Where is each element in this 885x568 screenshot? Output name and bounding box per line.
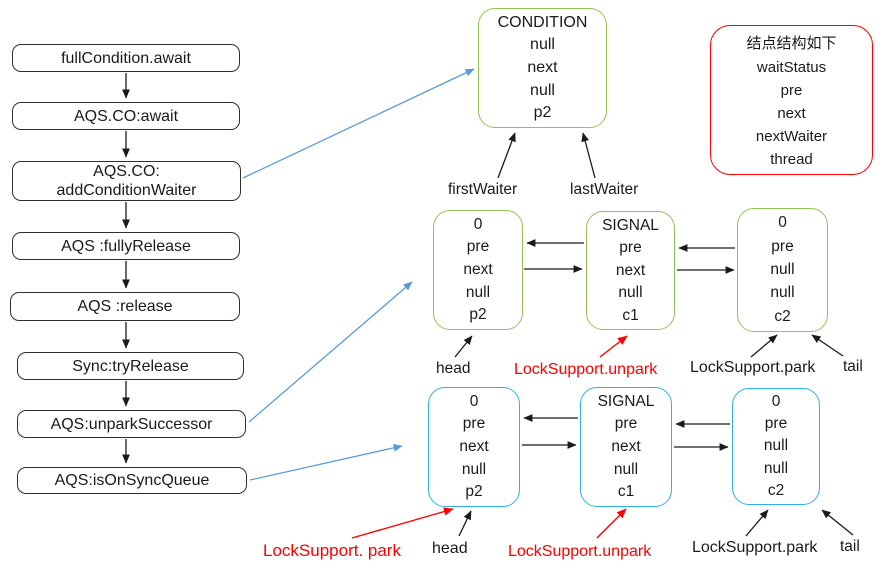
arrow-bot-park-red — [351, 507, 454, 539]
sync-bottom-node-c1: SIGNAL pre next null c1 — [580, 387, 672, 507]
flow-step-fullyrelease: AQS :fullyRelease — [12, 232, 240, 260]
node-field: pre — [614, 415, 638, 433]
bottom-park-red-label: LockSupport. park — [263, 541, 401, 560]
node-field: c1 — [622, 306, 639, 324]
arrow-top-tail — [811, 334, 844, 357]
top-tail-label: tail — [843, 358, 863, 375]
flow-step-isonsyncqueue: AQS:isOnSyncQueue — [17, 467, 247, 494]
bottom-tail-label: tail — [840, 538, 860, 555]
legend-title: 结点结构如下 — [746, 35, 837, 52]
flow-step-label: AQS:unparkSuccessor — [50, 415, 213, 433]
node-field: p2 — [465, 483, 483, 501]
bottom-head-label: head — [432, 540, 468, 557]
sync-bottom-node-p2: 0 pre next null p2 — [428, 387, 520, 507]
flow-step-label: addConditionWaiter — [56, 182, 197, 199]
legend-field: waitStatus — [756, 59, 827, 76]
flow-step-fullcondition-await: fullCondition.await — [12, 44, 240, 72]
node-field: p2 — [533, 104, 552, 122]
arrow-bot-head — [458, 510, 472, 537]
node-field: 0 — [473, 215, 483, 233]
arrow-lastwaiter — [581, 132, 596, 179]
node-field: c2 — [774, 307, 791, 325]
top-unpark-label: LockSupport.unpark — [514, 361, 658, 378]
node-field: null — [618, 284, 643, 301]
flow-step-label: Sync:tryRelease — [72, 357, 189, 375]
node-field: SIGNAL — [597, 392, 655, 410]
sync-bottom-node-c2: 0 pre null null c2 — [732, 388, 820, 505]
node-field: SIGNAL — [602, 216, 659, 234]
flow-step-label: fullCondition.await — [61, 49, 191, 67]
flow-step-unparksuccessor: AQS:unparkSuccessor — [17, 410, 246, 438]
node-field: null — [763, 459, 789, 477]
flow-step-release: AQS :release — [10, 292, 240, 321]
legend-field: thread — [770, 151, 813, 168]
bottom-park-label: LockSupport.park — [692, 539, 818, 556]
node-field: 0 — [771, 393, 781, 411]
node-field: next — [463, 260, 493, 278]
top-head-label: head — [436, 360, 471, 377]
top-park-label: LockSupport.park — [690, 359, 816, 376]
node-field: null — [461, 460, 487, 478]
bottom-unpark-label: LockSupport.unpark — [508, 543, 652, 560]
node-field: null — [530, 36, 555, 54]
arrow-unparksuccessor-to-queue — [248, 281, 413, 423]
legend-field: pre — [780, 82, 803, 99]
condition-node: CONDITION null next null p2 — [478, 8, 607, 128]
node-field: 0 — [778, 214, 787, 232]
node-field: null — [770, 260, 795, 278]
node-field: CONDITION — [497, 13, 588, 31]
node-field: null — [613, 460, 639, 478]
node-field: c2 — [767, 481, 785, 499]
node-field: pre — [466, 238, 490, 256]
legend-field: next — [777, 105, 806, 122]
legend-field: nextWaiter — [755, 128, 828, 145]
flow-step-label: AQS.CO:await — [73, 107, 179, 125]
flow-step-aqs-co-await: AQS.CO:await — [12, 102, 240, 130]
arrow-bot-park — [745, 509, 769, 537]
arrow-bot-unpark — [596, 508, 627, 539]
arrow-bot-tail — [821, 509, 854, 536]
lastwaiter-label: lastWaiter — [570, 181, 639, 198]
arrow-firstwaiter — [497, 132, 516, 179]
flow-step-label: AQS:isOnSyncQueue — [54, 472, 210, 489]
arrow-isonsyncqueue-to-queue — [249, 444, 403, 481]
flow-step-label: AQS :fullyRelease — [61, 237, 191, 255]
node-field: pre — [619, 239, 642, 256]
node-field: next — [611, 437, 641, 455]
flow-step-tryrelease: Sync:tryRelease — [17, 352, 244, 380]
node-field: next — [527, 58, 558, 76]
arrow-addconditionwaiter-to-condition — [242, 68, 475, 179]
node-structure-legend: 结点结构如下 waitStatus pre next nextWaiter th… — [710, 25, 873, 175]
node-field: null — [530, 81, 555, 99]
node-field: null — [465, 283, 491, 301]
arrow-top-head — [454, 335, 473, 358]
flow-step-label: AQS :release — [77, 298, 173, 315]
node-field: null — [763, 437, 789, 455]
node-field: pre — [462, 415, 486, 433]
node-field: p2 — [469, 306, 487, 324]
node-field: pre — [771, 237, 794, 255]
firstwaiter-label: firstWaiter — [448, 181, 518, 198]
node-field: 0 — [469, 392, 479, 410]
node-field: pre — [764, 415, 788, 433]
node-field: next — [459, 437, 489, 455]
node-field: next — [615, 261, 646, 279]
node-field: c1 — [617, 483, 635, 501]
sync-top-node-c1: SIGNAL pre next null c1 — [586, 211, 675, 330]
node-field: null — [770, 284, 795, 302]
sync-top-node-p2: 0 pre next null p2 — [433, 210, 523, 330]
flow-step-addconditionwaiter: AQS.CO: addConditionWaiter — [12, 161, 241, 201]
sync-top-node-c2: 0 pre null null c2 — [737, 208, 828, 332]
arrow-top-unpark — [599, 335, 628, 358]
flow-step-label: AQS.CO: — [93, 163, 160, 180]
arrow-top-park — [750, 334, 778, 358]
